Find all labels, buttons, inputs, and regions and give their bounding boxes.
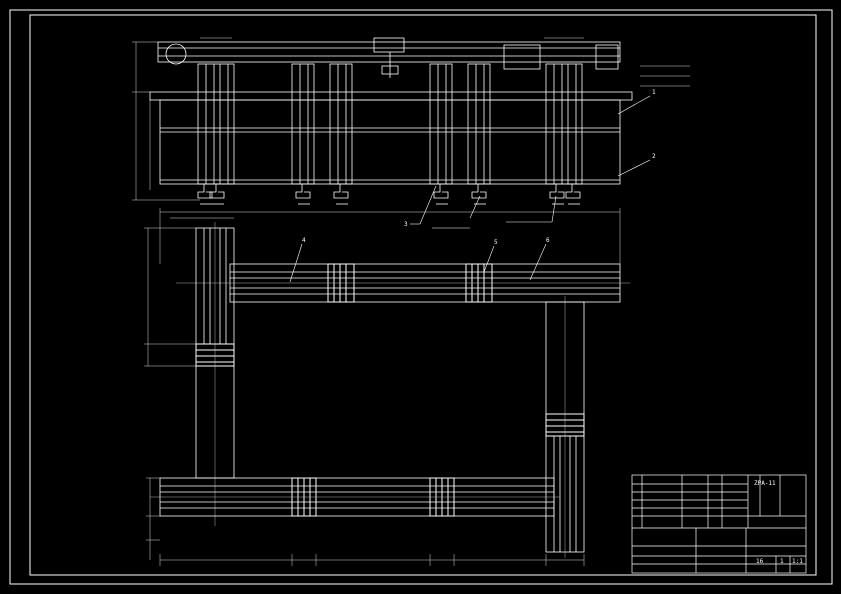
callout-4: 4 — [302, 237, 306, 244]
leveling-feet — [197, 184, 581, 205]
outer-frame — [9, 9, 833, 585]
front-columns — [197, 63, 583, 185]
callout-6: 6 — [546, 237, 550, 244]
sheet-value: 1 — [780, 558, 784, 565]
scale-value: 1:1 — [792, 558, 803, 565]
upper-beam — [149, 91, 633, 101]
callout-2: 2 — [652, 153, 656, 160]
plan-leaders — [289, 243, 547, 283]
front-leaders — [410, 95, 651, 229]
plan-centerlines — [150, 222, 630, 558]
callout-5: 5 — [494, 239, 498, 246]
motor-block — [503, 44, 541, 70]
drawing-border — [9, 9, 833, 585]
callout-3: 3 — [404, 221, 408, 228]
top-rail — [157, 41, 621, 63]
title-block — [631, 474, 807, 574]
front-dimensions — [132, 37, 690, 201]
front-view — [132, 37, 690, 229]
gearbox-block — [595, 44, 619, 70]
pulley-circle — [165, 43, 187, 65]
frame-body — [159, 99, 621, 185]
carriage-block — [373, 37, 405, 53]
drawing-number: ZPA-11 — [754, 480, 776, 487]
plan-view — [144, 208, 630, 566]
weight-value: 16 — [756, 558, 764, 565]
inner-frame — [29, 14, 817, 576]
callout-1: 1 — [652, 89, 656, 96]
plan-dimensions — [144, 208, 621, 566]
